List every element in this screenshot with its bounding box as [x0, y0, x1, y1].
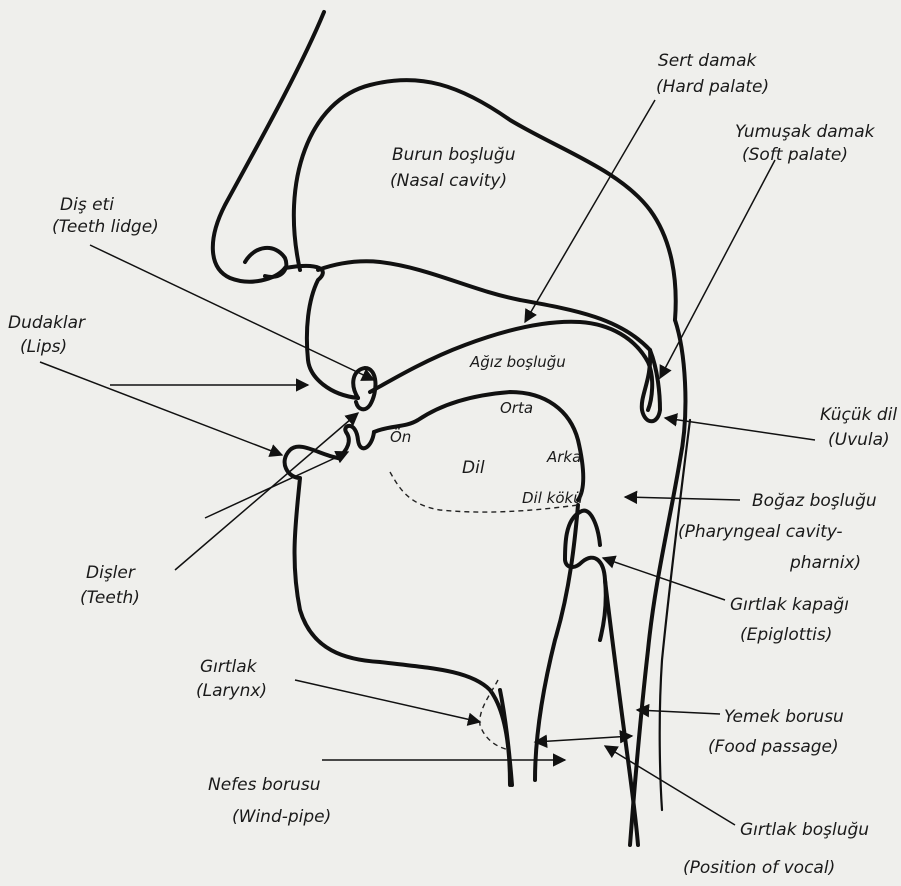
hard-palate-label-tr: Sert damak [658, 51, 757, 71]
tongue-front-label: Ön [390, 427, 411, 446]
leader-lines [40, 100, 815, 825]
pharynx-label-en-1: (Pharyngeal cavity- [678, 522, 843, 542]
vocal-label-tr: Gırtlak boşluğu [740, 820, 869, 840]
lower-lip-chin [285, 447, 510, 785]
teeth-ridge-label-tr: Diş eti [60, 195, 114, 215]
teeth-label-tr: Dişler [86, 563, 136, 583]
lower-teeth [338, 426, 374, 458]
epiglottis-label-tr: Gırtlak kapağı [730, 595, 849, 615]
nasal-cavity-label-en: (Nasal cavity) [390, 171, 507, 191]
epiglottis-arrow [603, 558, 725, 600]
hard-palate-label-en: (Hard palate) [656, 77, 769, 97]
labels: Burun boşluğu (Nasal cavity) Sert damak … [8, 51, 897, 878]
uvula-label-tr: Küçük dil [820, 405, 897, 425]
food-passage-arrow [637, 710, 720, 714]
food-passage-label-tr: Yemek borusu [724, 707, 844, 727]
pharynx-label-en-2: pharnix) [789, 553, 861, 573]
pharynx-label-tr: Boğaz boşluğu [752, 491, 877, 511]
soft-palate-arrow [660, 160, 775, 378]
teeth-label-en: (Teeth) [80, 588, 140, 608]
soft-palate-label-tr: Yumuşak damak [735, 122, 876, 142]
epiglottis-label-en: (Epiglottis) [740, 625, 832, 645]
tongue [374, 392, 583, 500]
upper-lip [285, 266, 358, 398]
nasal-cavity-label-tr: Burun boşluğu [392, 145, 516, 165]
anatomy-outline [213, 12, 690, 845]
lips-label-en: (Lips) [20, 337, 67, 357]
pharynx-arrow [625, 497, 740, 500]
uvula-label-en: (Uvula) [828, 430, 890, 450]
lips-label-tr: Dudaklar [8, 313, 86, 333]
teeth-ridge-label-en: (Teeth lidge) [52, 217, 159, 237]
lips-lower-arrow [40, 362, 282, 455]
tongue-root-label: Dil kökü [522, 489, 583, 507]
vocal-label-en: (Position of vocal) [683, 858, 835, 878]
nasal-cavity-roof [294, 80, 676, 320]
tongue-back-label: Arka [546, 448, 581, 466]
teeth-arrow-2 [205, 452, 348, 518]
food-passage-front [605, 580, 638, 845]
larynx-label-tr: Gırtlak [200, 657, 258, 677]
tongue-root [535, 505, 578, 780]
vocal-double-arrow [535, 736, 632, 742]
wind-pipe-label-en: (Wind-pipe) [232, 807, 331, 827]
food-passage-label-en: (Food passage) [708, 737, 839, 757]
wind-pipe-label-tr: Nefes borusu [208, 775, 321, 795]
oral-cavity-label: Ağız boşluğu [469, 353, 566, 371]
hard-palate-arrow [525, 100, 655, 322]
teeth-arrow-1 [175, 413, 358, 570]
vocal-arrow [605, 746, 735, 825]
nostril [245, 248, 286, 277]
tongue-label: Dil [462, 458, 485, 478]
larynx-label-en: (Larynx) [196, 681, 267, 701]
larynx-arrow [295, 680, 480, 722]
tongue-middle-label: Orta [500, 399, 533, 417]
soft-palate-label-en: (Soft palate) [742, 145, 848, 165]
trachea-front [500, 690, 512, 785]
